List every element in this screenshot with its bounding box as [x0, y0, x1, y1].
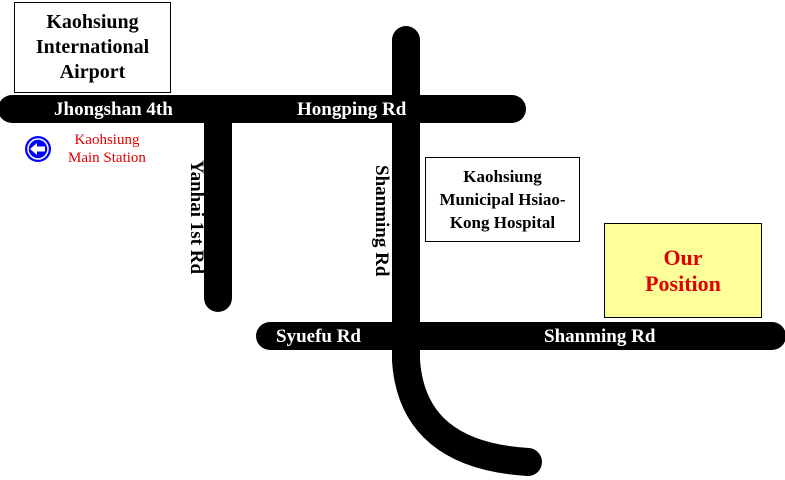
road-label-yanhai: Yanhai 1st Rd: [186, 160, 207, 275]
our-position-box: Our Position: [604, 223, 762, 318]
road-shanming-vertical: [392, 26, 542, 476]
hospital-box: Kaohsiung Municipal Hsiao-Kong Hospital: [425, 157, 580, 242]
airport-label: Kaohsiung International Airport: [35, 11, 150, 83]
hospital-label: Kaohsiung Municipal Hsiao-Kong Hospital: [439, 167, 566, 232]
our-position-label: Our Position: [645, 244, 721, 296]
road-label-hongping: Hongping Rd: [297, 99, 407, 120]
left-arrow-circle-icon: [25, 136, 51, 162]
station-label-line1: Kaohsiung: [74, 132, 140, 148]
main-station-marker: Kaohsiung Main Station: [24, 131, 146, 167]
road-label-shanming-horizontal: Shanming Rd: [544, 326, 656, 347]
road-label-syuefu: Syuefu Rd: [276, 326, 361, 347]
road-label-shanming-vertical: Shanming Rd: [371, 165, 392, 277]
station-label-line2: Main Station: [68, 150, 146, 166]
road-label-jhongshan: Jhongshan 4th: [54, 99, 173, 120]
airport-box: Kaohsiung International Airport: [14, 2, 171, 93]
